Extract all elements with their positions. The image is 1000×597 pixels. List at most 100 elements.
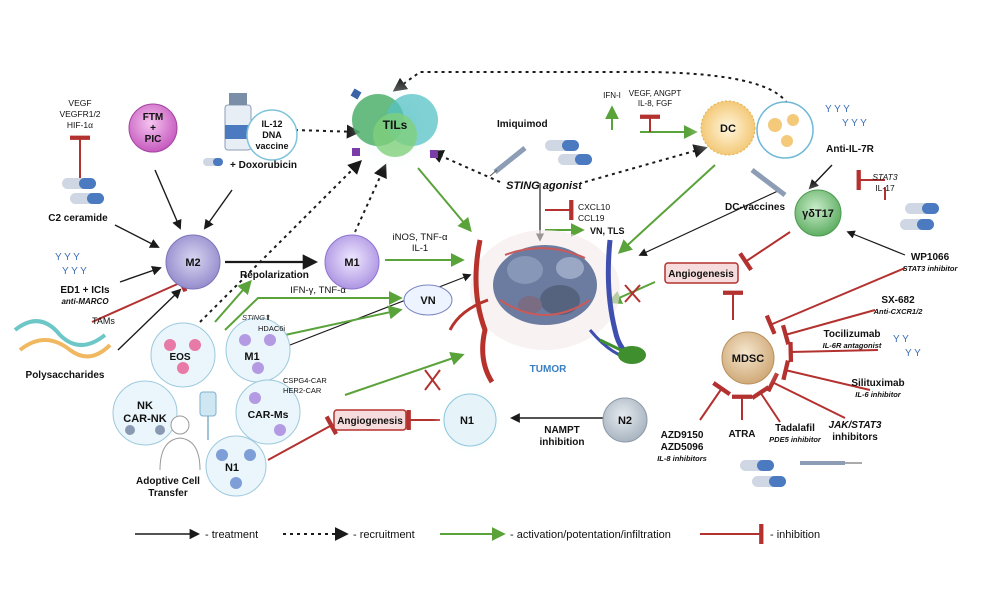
vn-tls-label: VN, TLS bbox=[590, 226, 625, 236]
dna-label: DNA bbox=[262, 130, 282, 140]
vegf-right-2: IL-8, FGF bbox=[638, 99, 672, 108]
azd-sub-label: IL-8 inhibitors bbox=[657, 454, 707, 463]
car-ms-label: CAR-Ms bbox=[248, 409, 289, 421]
m1-to-tils-recruitment bbox=[354, 163, 387, 233]
siltuximab-label: Silituximab bbox=[851, 378, 904, 389]
dc-to-tumor-green bbox=[617, 164, 716, 254]
wp1066-label: WP1066 bbox=[911, 252, 950, 263]
tams-label: TAMs bbox=[92, 316, 115, 326]
her2-label: HER2-CAR bbox=[283, 386, 322, 395]
svg-text:Y Y Y: Y Y Y bbox=[825, 104, 850, 115]
connectors bbox=[70, 70, 906, 461]
sx682-sub-label: Anti-CXCR1/2 bbox=[873, 307, 924, 316]
vegf-left-1: VEGF bbox=[68, 98, 91, 108]
tils-to-tumor-arrow bbox=[417, 167, 472, 233]
sx682-label: SX-682 bbox=[881, 295, 915, 306]
sting-agonist-label: STING agonist bbox=[506, 180, 583, 192]
dcvac-to-tumor-arrow bbox=[638, 189, 781, 256]
vn-label: VN bbox=[420, 295, 435, 307]
vaccine-vial-icon bbox=[224, 93, 252, 151]
m1-label: M1 bbox=[344, 257, 359, 269]
anti-il7r-label: Anti-IL-7R bbox=[826, 144, 875, 155]
patient-silhouette-icon bbox=[159, 415, 201, 471]
eos-label: EOS bbox=[169, 352, 190, 363]
siltuximab-sub-label: IL-6 inhibitor bbox=[855, 390, 901, 399]
vaccine-label: vaccine bbox=[255, 141, 288, 151]
sting-up-label: STING⬆ bbox=[242, 313, 271, 322]
sting-to-tils-recruitment bbox=[429, 150, 501, 183]
poly-to-m2-arrow bbox=[117, 288, 182, 351]
wp1066-inhibits-mdsc bbox=[764, 267, 906, 335]
legend-inhibition-label: - inhibition bbox=[770, 529, 820, 541]
tils-label: TILs bbox=[383, 118, 408, 132]
svg-text:Y Y Y: Y Y Y bbox=[842, 118, 867, 129]
siltuximab-inhibits-mdsc bbox=[781, 359, 871, 391]
azd-inhibits-mdsc bbox=[699, 381, 732, 421]
jak-label-1: JAK/STAT3 bbox=[829, 420, 882, 431]
angiogenesis-right-label: Angiogenesis bbox=[668, 269, 734, 280]
nampt-label-2: inhibition bbox=[540, 437, 585, 448]
tumor-label: TUMOR bbox=[530, 364, 567, 375]
azd5096-label: AZD5096 bbox=[661, 442, 704, 453]
legend: - treatment - recruitment - activation/p… bbox=[135, 524, 820, 544]
gdt17-cell bbox=[786, 181, 850, 245]
stat3-label: STAT3 bbox=[872, 172, 897, 182]
mdsc-cell bbox=[712, 322, 784, 394]
n1-small-label: N1 bbox=[225, 462, 239, 474]
antibody-icons-left: Y Y Y Y Y Y bbox=[55, 252, 87, 277]
polysaccharides-label: Polysaccharides bbox=[26, 370, 105, 381]
tadalafil-label: Tadalafil bbox=[775, 423, 815, 434]
dc-cell bbox=[688, 88, 768, 168]
polysaccharide-icon bbox=[13, 319, 112, 359]
syringe-icon bbox=[489, 146, 527, 177]
eos-to-repolarization-green bbox=[214, 279, 252, 323]
jak-inhibits-mdsc bbox=[766, 372, 846, 419]
angiogenesis-right-box bbox=[664, 262, 739, 284]
n2-cell bbox=[602, 397, 648, 443]
blocked-cross-left bbox=[424, 369, 441, 391]
ifn1-label: IFN-I bbox=[603, 91, 621, 100]
wp1066-sub-label: STAT3 inhibitor bbox=[903, 264, 959, 273]
vegf-left-3: HIF-1α bbox=[67, 120, 93, 130]
il12-bubble bbox=[246, 109, 298, 161]
cspg4-label: CSPG4-CAR bbox=[283, 376, 327, 385]
tocilizumab-inhibits-mdsc bbox=[788, 341, 879, 363]
n1-cell bbox=[432, 382, 508, 458]
legend-activation-label: - activation/potentation/infiltration bbox=[510, 529, 671, 541]
nk-label: NK bbox=[137, 400, 153, 412]
il17-label: IL-17 bbox=[875, 183, 895, 193]
wp1066-pills-icon bbox=[900, 203, 939, 230]
il12-label: IL-12 bbox=[261, 119, 282, 129]
dc-to-tils-recruitment bbox=[392, 70, 791, 111]
svg-text:Y Y Y: Y Y Y bbox=[55, 252, 80, 263]
adoptive-label-1: Adoptive Cell bbox=[136, 476, 200, 487]
adoptive-label-2: Transfer bbox=[148, 488, 188, 499]
dc-label: DC bbox=[720, 123, 736, 135]
sx682-inhibits-mdsc bbox=[780, 309, 876, 346]
dc-syringe-icon bbox=[750, 168, 787, 197]
tocilizumab-label: Tocilizumab bbox=[823, 329, 880, 340]
ed1-to-m2-arrow bbox=[119, 265, 162, 283]
pic-label: PIC bbox=[145, 134, 162, 145]
m1small-to-vn-green bbox=[284, 305, 403, 336]
blocked-cross-right bbox=[624, 284, 641, 303]
jak-label-2: inhibitors bbox=[832, 432, 878, 443]
bottom-right-pills-icon bbox=[740, 460, 786, 487]
ftm-to-m2-arrow bbox=[154, 169, 182, 230]
angio-to-tumor-green bbox=[344, 351, 465, 396]
n1small-inhibits-angiogenesis bbox=[267, 415, 339, 461]
m1-small-label: M1 bbox=[244, 351, 259, 363]
car-nk-label: CAR-NK bbox=[123, 413, 166, 425]
svg-text:Y Y: Y Y bbox=[893, 334, 909, 345]
anti-marco-label: anti-MARCO bbox=[61, 297, 109, 306]
tadalafil-inhibits-mdsc bbox=[750, 385, 781, 423]
eos-circle bbox=[150, 322, 216, 388]
ftm-label: FTM bbox=[143, 112, 164, 123]
ed1-icis-label: ED1 + ICIs bbox=[60, 285, 110, 296]
ccl19-label: CCL19 bbox=[578, 213, 605, 223]
antibody-icons-right: Y Y Y Y Y Y bbox=[825, 104, 867, 129]
vegf-right-1: VEGF, ANGPT bbox=[629, 89, 682, 98]
n1-label: N1 bbox=[460, 415, 474, 427]
tams-inhibition bbox=[91, 272, 188, 323]
